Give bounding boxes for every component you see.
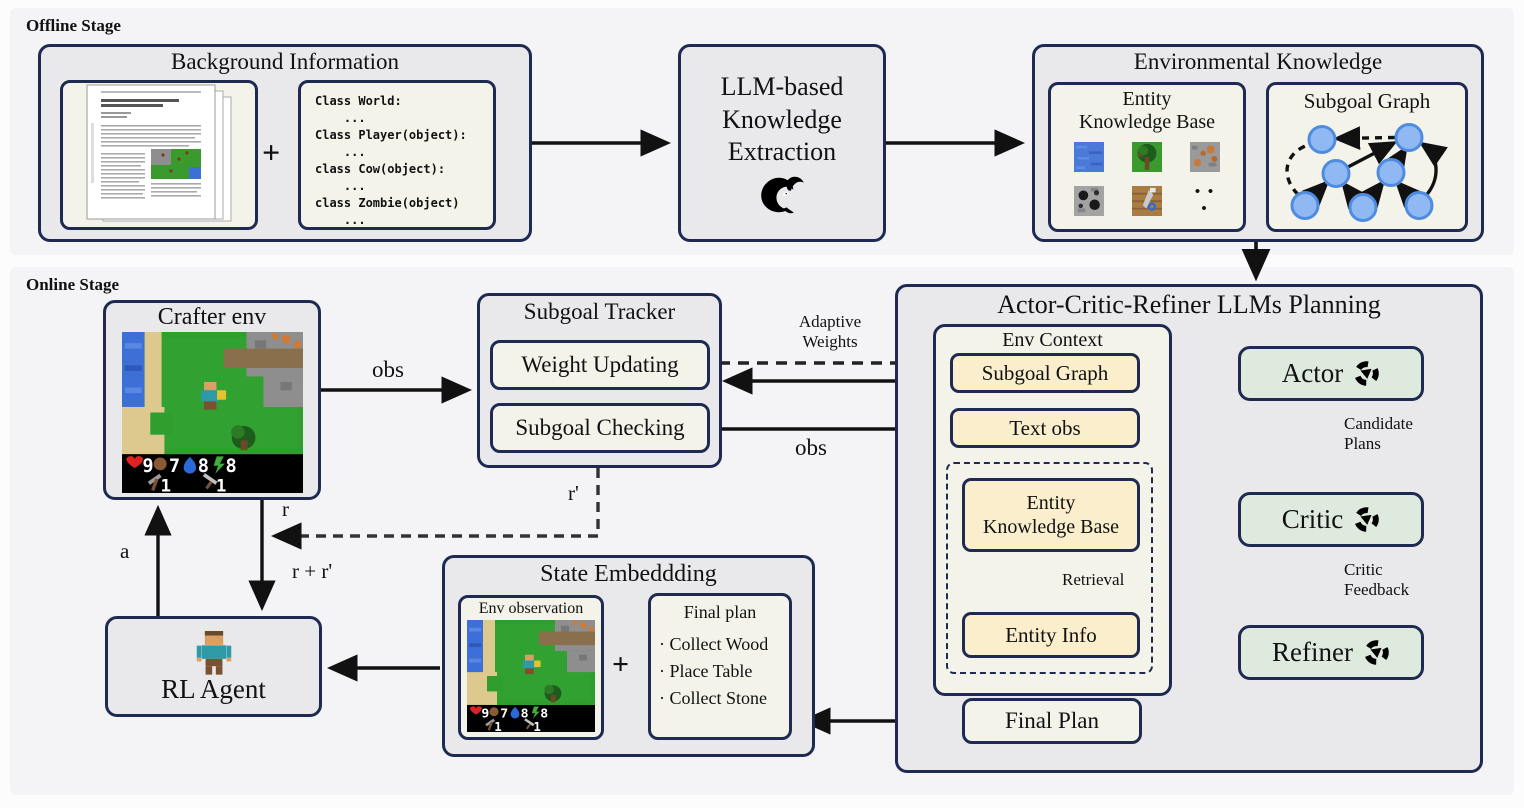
- adaptive-weights-label: Adaptive Weights: [798, 312, 862, 351]
- arrow-rprime-dashed: [270, 468, 600, 550]
- r-label: r: [282, 497, 289, 521]
- coal-tile: [1074, 186, 1104, 216]
- retrieval-dashed-box: [946, 462, 1153, 674]
- a-label: a: [120, 539, 130, 563]
- offline-stage-label: Offline Stage: [26, 16, 121, 35]
- final-plan-box: Final Plan: [962, 698, 1142, 744]
- r-plus-rprime-label: r + r': [292, 559, 333, 583]
- tree-tile: [1132, 142, 1162, 172]
- online-stage-label: Online Stage: [26, 275, 120, 294]
- llm-spark-icon: [1353, 506, 1380, 533]
- state-embedding-title: State Embeddding: [540, 561, 717, 587]
- bginfo-plus: +: [262, 134, 281, 170]
- env-observation-image: [467, 620, 595, 732]
- subgoal-tracker-title: Subgoal Tracker: [523, 299, 676, 324]
- crafter-env-title: Crafter env: [157, 304, 267, 330]
- llm-extraction-line3: Extraction: [727, 137, 837, 167]
- subgoal-checking-box: Subgoal Checking: [490, 403, 710, 453]
- subgoal-graph-title: Subgoal Graph: [1303, 89, 1431, 113]
- final-plan-list-title: Final plan: [683, 602, 757, 622]
- context-subgoal-graph-label: Subgoal Graph: [981, 360, 1109, 385]
- code-snippet-box: Class World: ... Class Player(object): .…: [298, 80, 496, 230]
- context-subgoal-graph-box: Subgoal Graph: [950, 353, 1140, 393]
- llm-spark-icon: [1353, 360, 1380, 387]
- planning-title: Actor-Critic-Refiner LLMs Planning: [997, 290, 1381, 319]
- env-context-title: Env Context: [1002, 329, 1103, 351]
- entity-info-label: Entity Info: [1005, 622, 1097, 647]
- critic-box: Critic: [1238, 492, 1424, 547]
- context-entity-kb-box: Entity Knowledge Base: [962, 478, 1140, 552]
- water-tile: [1074, 142, 1104, 172]
- entity-kb-title-line2: Knowledge Base: [1078, 111, 1216, 133]
- context-entity-kb-line1: Entity: [1026, 492, 1076, 514]
- final-plan-item: · Collect Stone: [659, 688, 767, 708]
- critic-feedback-label: Critic Feedback: [1344, 560, 1410, 599]
- llm-extraction-line2: Knowledge: [722, 104, 842, 134]
- iron-ore-tile: [1190, 142, 1220, 172]
- final-plan-item: · Place Table: [659, 661, 753, 681]
- subgoal-checking-label: Subgoal Checking: [515, 415, 685, 440]
- r-prime-label: r': [568, 481, 579, 505]
- entity-kb-ellipsis: • • •: [1194, 184, 1216, 217]
- subgoal-graph-box: Subgoal Graph: [1266, 82, 1468, 232]
- llm-spark-icon: [1363, 639, 1390, 666]
- env-observation-box: Env observation: [458, 595, 604, 740]
- candidate-plans-label: Candidate Plans: [1344, 414, 1413, 453]
- final-plan-item: · Collect Wood: [659, 634, 769, 654]
- whale-icon: [761, 176, 804, 213]
- obs-label-checking: obs: [795, 435, 827, 460]
- context-text-obs-label: Text obs: [1009, 415, 1081, 440]
- crafter-env-image: [122, 332, 303, 493]
- rl-agent-label: RL Agent: [161, 673, 266, 704]
- environmental-knowledge-title: Environmental Knowledge: [1133, 49, 1383, 74]
- state-embedding-plus: +: [612, 648, 630, 681]
- rl-agent-box: RL Agent: [105, 616, 322, 717]
- llm-extraction-line1: LLM-based: [720, 72, 844, 102]
- background-information-title: Background Information: [170, 49, 400, 74]
- retrieval-label: Retrieval: [1062, 570, 1125, 589]
- actor-label: Actor: [1281, 358, 1344, 388]
- critic-label: Critic: [1281, 504, 1344, 534]
- paper-thumbnail: [86, 84, 232, 222]
- crafting-table-tile: [1132, 186, 1162, 216]
- context-entity-kb-line2: Knowledge Base: [982, 516, 1120, 538]
- entity-knowledge-base-box: Entity Knowledge Base: [1048, 82, 1246, 232]
- final-plan-list-box: Final plan · Collect Wood · Place Table …: [648, 593, 792, 740]
- final-plan-label: Final Plan: [1005, 708, 1099, 733]
- env-observation-title: Env observation: [478, 600, 584, 617]
- weight-updating-box: Weight Updating: [490, 340, 710, 390]
- subgoal-graph-figure: [1285, 123, 1448, 222]
- entity-info-box: Entity Info: [962, 612, 1140, 658]
- actor-box: Actor: [1238, 346, 1424, 401]
- refiner-box: Refiner: [1238, 625, 1424, 680]
- llm-extraction-box: LLM-based Knowledge Extraction: [678, 44, 886, 242]
- context-text-obs-box: Text obs: [950, 408, 1140, 448]
- rl-agent-sprite: [195, 631, 233, 675]
- refiner-label: Refiner: [1272, 637, 1353, 667]
- code-snippet: Class World: ... Class Player(object): .…: [315, 94, 467, 227]
- entity-kb-title-line1: Entity: [1122, 88, 1172, 110]
- paper-thumbnail-box: [60, 80, 258, 230]
- obs-label-crafter: obs: [372, 357, 404, 382]
- weight-updating-label: Weight Updating: [521, 352, 679, 377]
